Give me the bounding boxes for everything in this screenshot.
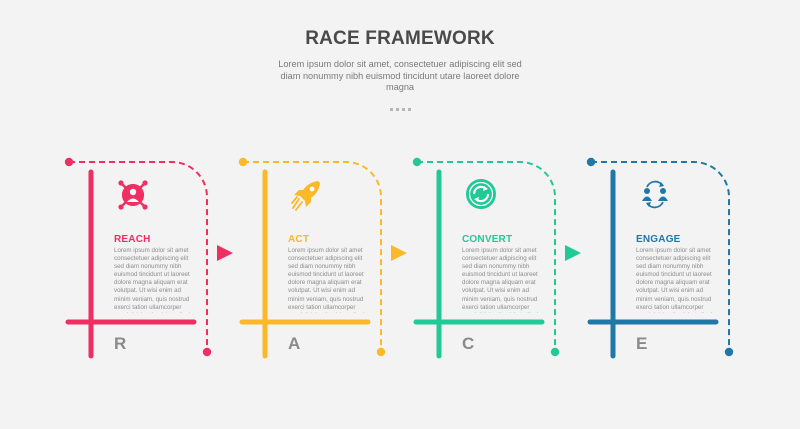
bomb-icon	[116, 177, 150, 216]
step-label: ENGAGE	[636, 234, 681, 245]
end-dot	[376, 347, 386, 357]
step-label: REACH	[114, 234, 151, 245]
next-arrow	[565, 245, 581, 261]
step-shape-convert	[412, 157, 581, 359]
step-letter: R	[114, 334, 127, 353]
next-arrow	[391, 245, 407, 261]
end-dot	[550, 347, 560, 357]
step-letter: C	[462, 334, 475, 353]
dashed-connector	[591, 161, 730, 352]
start-dot	[238, 157, 248, 167]
end-dot	[724, 347, 734, 357]
pagination-dots	[0, 98, 800, 116]
next-arrow	[217, 245, 233, 261]
page-title: RACE FRAMEWORK	[305, 28, 495, 49]
dashed-connector	[243, 161, 382, 352]
dashed-connector	[417, 161, 556, 352]
refresh-cycle-icon	[464, 177, 498, 216]
step-description: Lorem ipsum dolor sit amet consectetuer …	[288, 247, 368, 313]
step-letter: E	[636, 334, 648, 353]
start-dot	[64, 157, 74, 167]
step-shape-reach	[64, 157, 233, 359]
step-shape-act	[238, 157, 407, 359]
start-dot	[412, 157, 422, 167]
step-label: CONVERT	[462, 234, 513, 245]
dashed-connector	[69, 161, 208, 352]
step-description: Lorem ipsum dolor sit amet consectetuer …	[462, 247, 542, 313]
step-shape-engage	[586, 157, 734, 359]
page-subtitle: Lorem ipsum dolor sit amet, consectetuer…	[278, 59, 522, 92]
start-dot	[586, 157, 596, 167]
people-exchange-icon	[638, 177, 672, 216]
step-description: Lorem ipsum dolor sit amet consectetuer …	[636, 247, 716, 313]
end-dot	[202, 347, 212, 357]
rocket-icon	[290, 177, 324, 216]
step-description: Lorem ipsum dolor sit amet consectetuer …	[114, 247, 194, 313]
step-label: ACT	[288, 234, 310, 245]
step-letter: A	[288, 334, 301, 353]
